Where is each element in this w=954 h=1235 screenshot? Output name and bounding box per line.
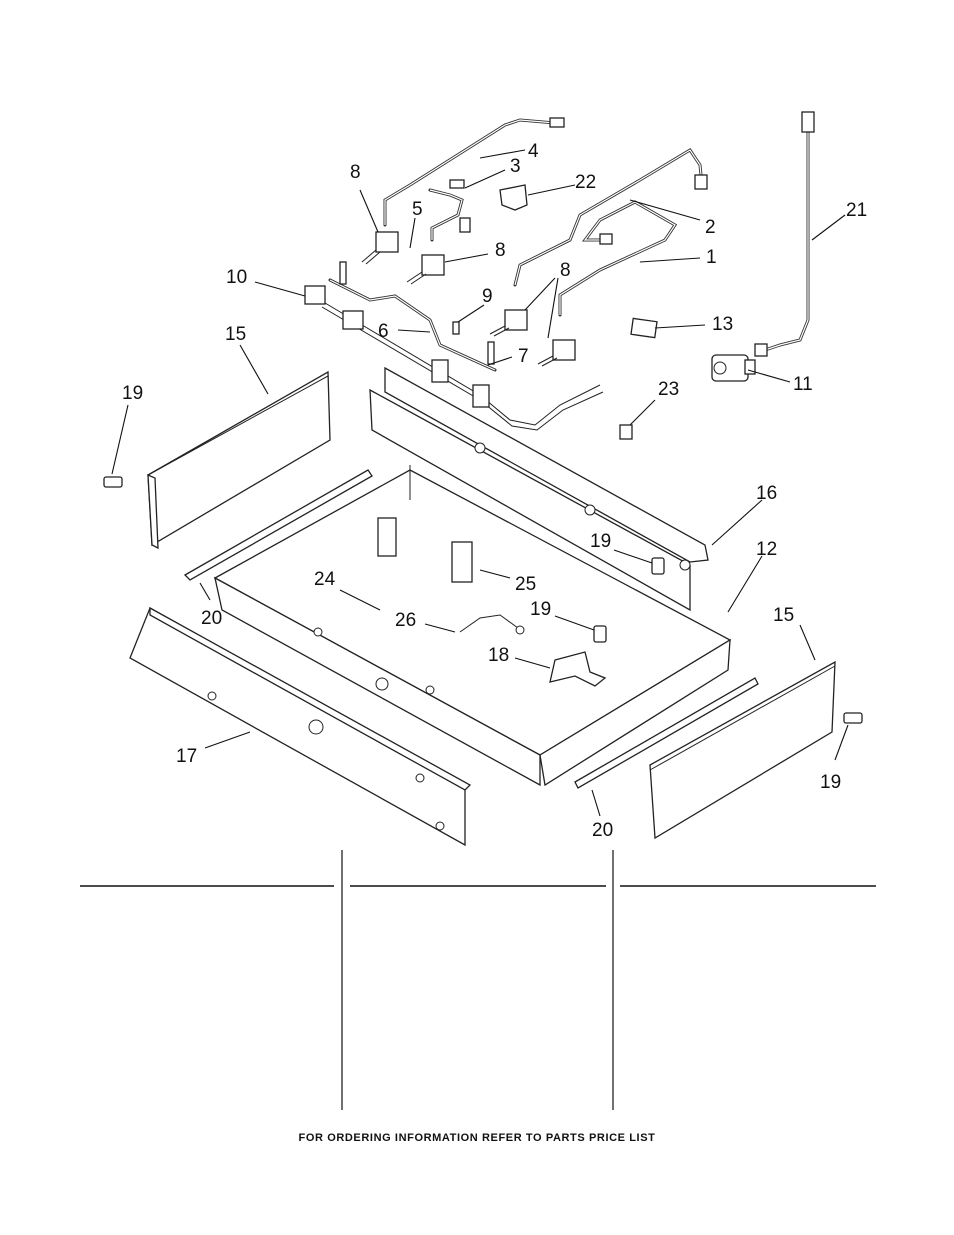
ordering-info-footer: FOR ORDERING INFORMATION REFER TO PARTS … <box>0 1132 954 1144</box>
gas-tube-21 <box>755 112 814 356</box>
gas-tube-3 <box>430 180 470 240</box>
callout-2: 2 <box>705 217 716 238</box>
callout-21: 21 <box>846 200 867 221</box>
callout-6: 6 <box>378 321 389 342</box>
bracket-24 <box>378 518 396 556</box>
side-panel-15-left <box>148 372 330 548</box>
callout-26: 26 <box>395 610 416 631</box>
callout-5: 5 <box>412 199 423 220</box>
callout-4: 4 <box>528 141 539 162</box>
parts-table-frame <box>80 850 876 1110</box>
callout-13: 13 <box>712 314 733 335</box>
callout-19-left: 19 <box>122 383 143 404</box>
screw-19-center <box>594 626 606 642</box>
burner-valve-center-right <box>490 310 527 336</box>
orifice-23 <box>620 425 632 439</box>
screw-19-right <box>844 713 862 723</box>
bracket-22 <box>500 185 527 210</box>
callout-15-right: 15 <box>773 605 794 626</box>
callout-17: 17 <box>176 746 197 767</box>
callout-11: 11 <box>793 374 813 395</box>
callout-18: 18 <box>488 645 509 666</box>
screw-19-left <box>104 477 122 487</box>
callout-23: 23 <box>658 379 679 400</box>
callout-16: 16 <box>756 483 777 504</box>
callout-3: 3 <box>510 156 521 177</box>
screw-9 <box>453 322 459 334</box>
callout-24: 24 <box>314 569 336 590</box>
callout-8-left: 8 <box>350 162 361 183</box>
burner-valve-right <box>538 340 575 366</box>
callout-8-center: 8 <box>495 240 506 261</box>
callout-7: 7 <box>518 346 529 367</box>
callout-10: 10 <box>226 267 247 288</box>
callout-19-rear: 19 <box>590 531 611 552</box>
spark-generator-25 <box>452 542 472 582</box>
callout-19-right: 19 <box>820 772 841 793</box>
callout-8-right: 8 <box>560 260 571 281</box>
callout-9: 9 <box>482 286 493 307</box>
regulator-11 <box>712 355 755 381</box>
burner-valve-center-left <box>407 255 444 284</box>
screw-19-rear <box>652 558 664 574</box>
callout-20-right: 20 <box>592 820 613 841</box>
callout-19-center: 19 <box>530 599 551 620</box>
label-13 <box>631 318 657 337</box>
callout-15-left: 15 <box>225 324 246 345</box>
callout-1: 1 <box>706 247 717 268</box>
callout-20-left: 20 <box>201 608 222 629</box>
burner-valve-left <box>362 232 398 264</box>
callout-22: 22 <box>575 172 596 193</box>
callout-12: 12 <box>756 539 777 560</box>
callout-25: 25 <box>515 574 536 595</box>
